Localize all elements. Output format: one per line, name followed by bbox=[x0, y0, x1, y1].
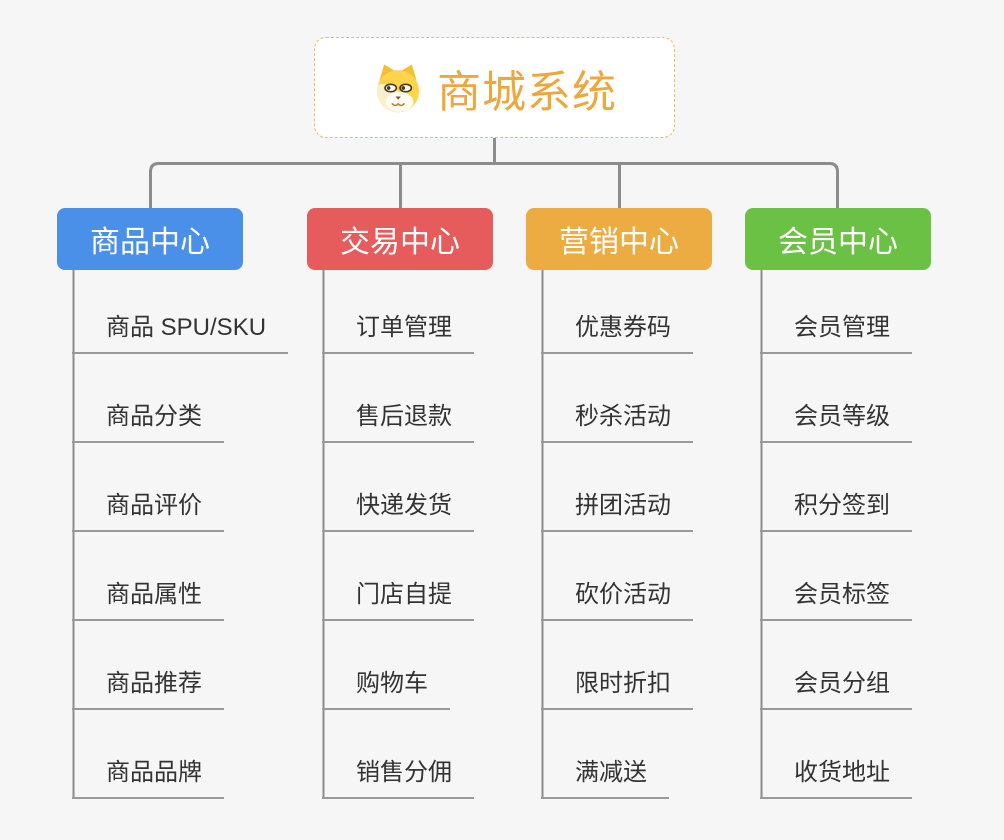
mindmap-item[interactable]: 快递发货 bbox=[322, 488, 474, 532]
dog-face-icon bbox=[372, 62, 424, 114]
branch-node-trade-center[interactable]: 交易中心 bbox=[307, 208, 493, 270]
mindmap-item[interactable]: 会员管理 bbox=[760, 310, 912, 354]
mindmap-item[interactable]: 销售分佣 bbox=[322, 755, 474, 799]
mindmap-item[interactable]: 会员等级 bbox=[760, 399, 912, 443]
connector-bus bbox=[149, 162, 839, 208]
mindmap-item[interactable]: 商品推荐 bbox=[72, 666, 224, 710]
mindmap-item[interactable]: 商品评价 bbox=[72, 488, 224, 532]
mindmap-item[interactable]: 积分签到 bbox=[760, 488, 912, 532]
mindmap-item[interactable]: 商品 SPU/SKU bbox=[72, 310, 289, 354]
mindmap-item[interactable]: 会员标签 bbox=[760, 577, 912, 621]
mindmap-item[interactable]: 购物车 bbox=[322, 666, 450, 710]
mindmap-item[interactable]: 满减送 bbox=[541, 755, 669, 799]
mindmap-item[interactable]: 限时折扣 bbox=[541, 666, 693, 710]
mindmap-item[interactable]: 砍价活动 bbox=[541, 577, 693, 621]
root-title: 商城系统 bbox=[437, 67, 617, 117]
branch-node-member-center[interactable]: 会员中心 bbox=[745, 208, 931, 270]
mindmap-item[interactable]: 优惠券码 bbox=[541, 310, 693, 354]
root-node[interactable]: 商城系统 bbox=[314, 37, 675, 138]
mindmap-item[interactable]: 秒杀活动 bbox=[541, 399, 693, 443]
mindmap-item[interactable]: 会员分组 bbox=[760, 666, 912, 710]
branch-node-product-center[interactable]: 商品中心 bbox=[57, 208, 243, 270]
mindmap-item[interactable]: 售后退款 bbox=[322, 399, 474, 443]
mindmap-item[interactable]: 门店自提 bbox=[322, 577, 474, 621]
mindmap-item[interactable]: 拼团活动 bbox=[541, 488, 693, 532]
mindmap-item[interactable]: 订单管理 bbox=[322, 310, 474, 354]
branch-node-marketing-center[interactable]: 营销中心 bbox=[526, 208, 712, 270]
mindmap-item[interactable]: 收货地址 bbox=[760, 755, 912, 799]
mindmap-item[interactable]: 商品分类 bbox=[72, 399, 224, 443]
mindmap-item[interactable]: 商品属性 bbox=[72, 577, 224, 621]
mindmap-item[interactable]: 商品品牌 bbox=[72, 755, 224, 799]
